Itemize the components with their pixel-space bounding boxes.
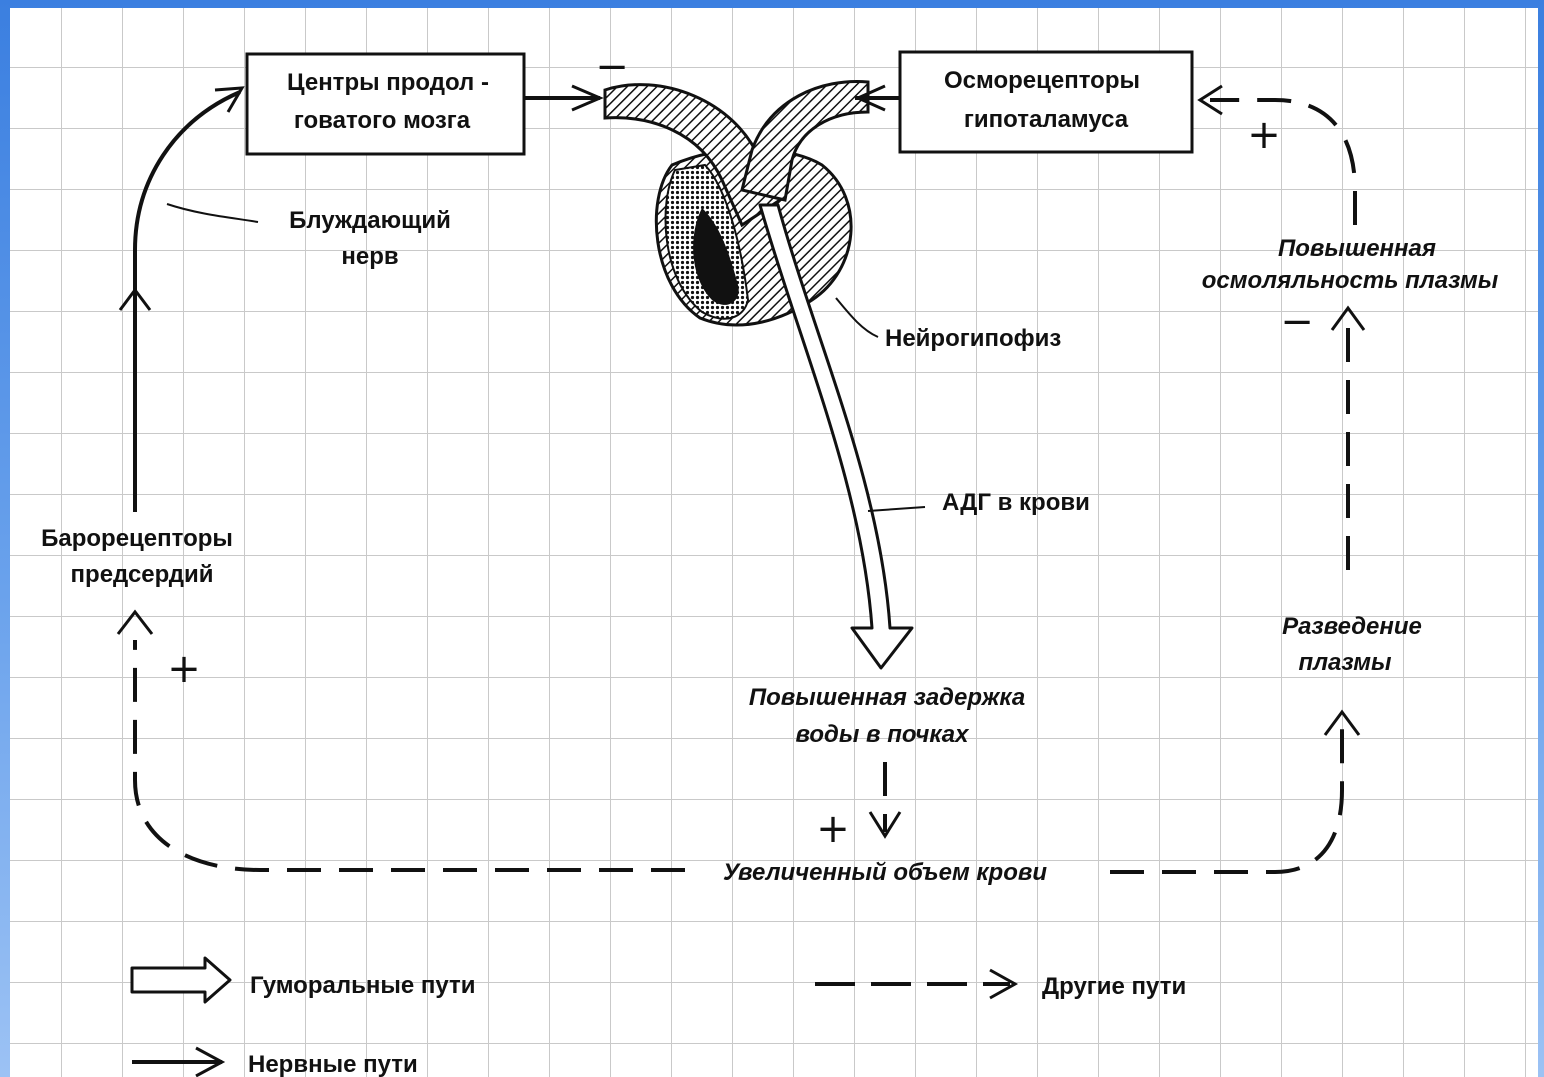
vagus-label-2: нерв <box>341 243 398 270</box>
sign-volume: + <box>816 806 850 852</box>
legend-humoral-label: Гуморальные пути <box>250 972 475 999</box>
neurohypophysis-label: Нейрогипофиз <box>885 325 1061 352</box>
sign-osmo-in: + <box>1247 112 1281 158</box>
medulla-box-line2: говатого мозга <box>294 107 471 134</box>
osmoreceptors-box: Осморецепторы гипоталамуса <box>900 52 1192 152</box>
legend-nervous-label: Нервные пути <box>248 1051 418 1077</box>
legend-other-label: Другие пути <box>1042 973 1186 1000</box>
water-retention-label-2: воды в почках <box>796 721 971 748</box>
osmo-box-line2: гипоталамуса <box>964 106 1129 133</box>
sign-baro: + <box>167 646 201 692</box>
baroreceptors-label-1: Барорецепторы <box>41 525 233 552</box>
osmo-box-line1: Осморецепторы <box>944 67 1140 94</box>
adh-blood-label: АДГ в крови <box>942 489 1090 516</box>
vagus-label-1: Блуждающий <box>289 207 451 234</box>
legend-humoral-icon <box>132 958 230 1002</box>
legend-nervous: Нервные пути <box>132 1048 418 1077</box>
plasma-osmolality-label-2: осмоляльность плазмы <box>1202 267 1499 294</box>
legend-other: Другие пути <box>815 970 1186 1000</box>
sign-medulla-out: − <box>595 44 629 90</box>
water-retention-label-1: Повышенная задержка <box>749 684 1025 711</box>
medulla-box-line1: Центры продол - <box>287 69 489 96</box>
legend-humoral: Гуморальные пути <box>132 958 475 1002</box>
legend: Гуморальные пути Нервные пути Другие пут… <box>132 958 1186 1077</box>
plasma-dilution-label-2: плазмы <box>1298 649 1392 676</box>
sign-osmolality: − <box>1280 299 1314 345</box>
baroreceptors-label-2: предсердий <box>71 561 214 588</box>
plasma-dilution-label-1: Разведение <box>1282 613 1422 640</box>
adh-regulation-diagram: Центры продол - говатого мозга Осморецеп… <box>10 8 1538 1077</box>
medulla-centers-box: Центры продол - говатого мозга <box>247 54 524 154</box>
diagram-sheet: Центры продол - говатого мозга Осморецеп… <box>10 8 1538 1077</box>
pituitary-illustration <box>605 82 868 325</box>
blood-volume-label: Увеличенный объем крови <box>723 859 1047 886</box>
plasma-osmolality-label-1: Повышенная <box>1278 235 1436 262</box>
